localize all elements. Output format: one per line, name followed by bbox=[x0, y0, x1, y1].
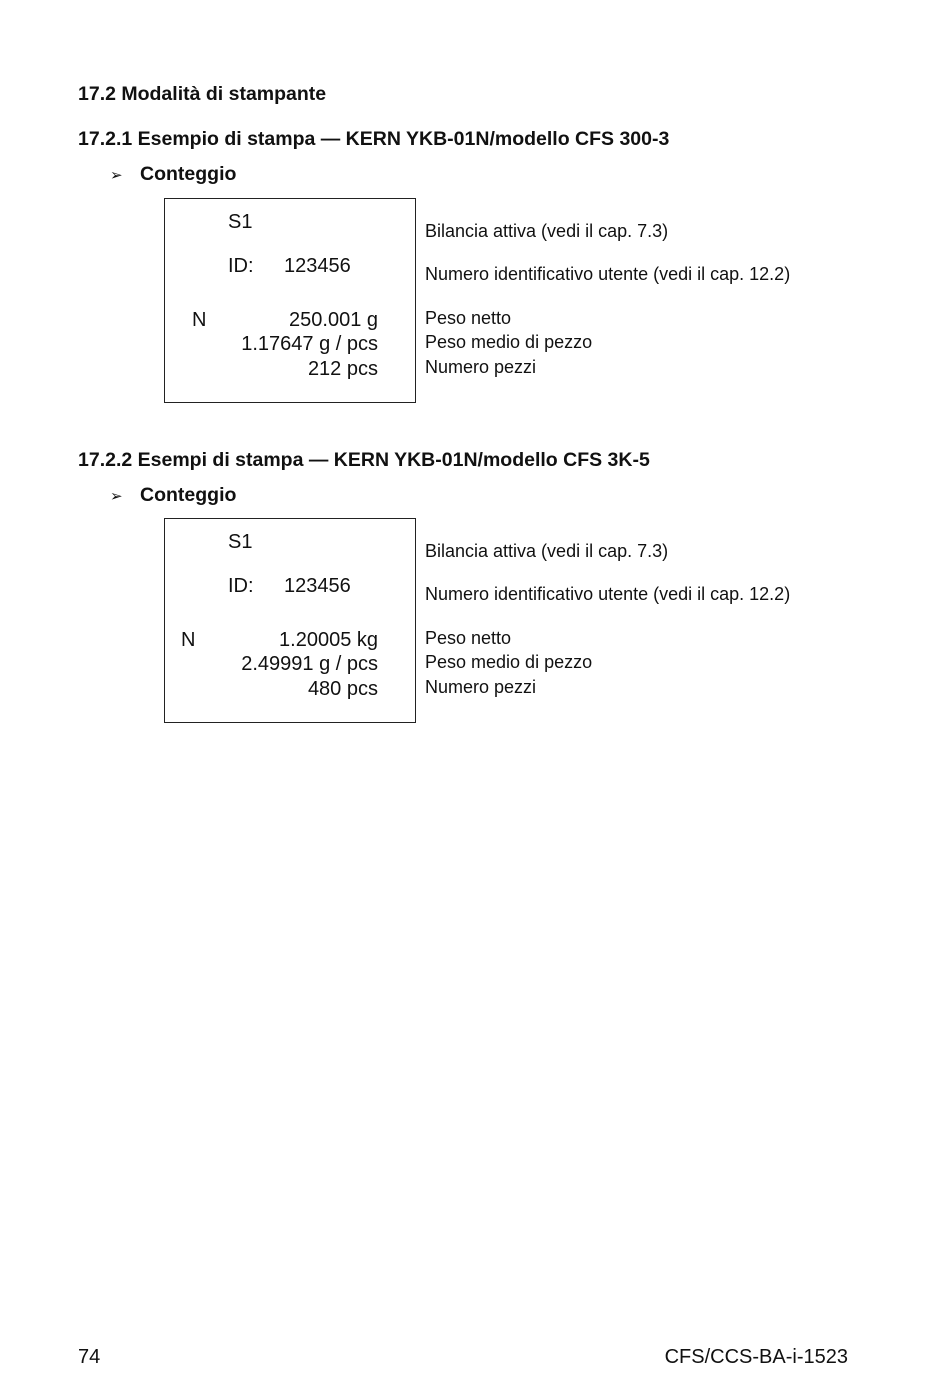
printout-line-s1: S1 bbox=[228, 211, 253, 233]
printout-id-value: 123456 bbox=[284, 255, 351, 277]
example-2-bullet: Conteggio bbox=[140, 484, 237, 506]
example-2-heading: 17.2.2 Esempi di stampa — KERN YKB-01N/m… bbox=[78, 449, 650, 471]
desc-avg-piece-weight: Peso medio di pezzo bbox=[425, 332, 593, 352]
printout-avg-piece-weight: 2.49991 g / pcs bbox=[241, 653, 378, 675]
desc-user-id: Numero identificativo utente (vedi il ca… bbox=[425, 264, 791, 284]
printout-n-label: N bbox=[181, 629, 196, 651]
desc-active-balance: Bilancia attiva (vedi il cap. 7.3) bbox=[425, 221, 669, 241]
bullet-arrow-icon: ➢ bbox=[110, 488, 123, 505]
bullet-arrow-icon: ➢ bbox=[110, 167, 123, 184]
printout-net-weight: 1.20005 kg bbox=[279, 629, 378, 651]
example-1-bullet: Conteggio bbox=[140, 163, 237, 185]
desc-avg-piece-weight: Peso medio di pezzo bbox=[425, 652, 593, 672]
desc-active-balance: Bilancia attiva (vedi il cap. 7.3) bbox=[425, 541, 669, 561]
document-code: CFS/CCS-BA-i-1523 bbox=[664, 1346, 848, 1368]
desc-net-weight: Peso netto bbox=[425, 308, 512, 328]
section-title: 17.2 Modalità di stampante bbox=[78, 83, 327, 105]
printout-avg-piece-weight: 1.17647 g / pcs bbox=[241, 333, 378, 355]
printout-piece-count: 212 pcs bbox=[307, 358, 378, 380]
desc-net-weight: Peso netto bbox=[425, 628, 512, 648]
printout-net-weight: 250.001 g bbox=[289, 309, 378, 331]
printout-box-2: S1 ID: 123456 N 1.20005 kg 2.49991 g / p… bbox=[164, 518, 416, 723]
printout-n-label: N bbox=[192, 309, 207, 331]
example-1-heading: 17.2.1 Esempio di stampa — KERN YKB-01N/… bbox=[78, 128, 670, 150]
printout-id-value: 123456 bbox=[284, 575, 351, 597]
printout-piece-count: 480 pcs bbox=[307, 678, 378, 700]
desc-piece-count: Numero pezzi bbox=[425, 677, 537, 697]
desc-user-id: Numero identificativo utente (vedi il ca… bbox=[425, 584, 791, 604]
page-number: 74 bbox=[78, 1346, 101, 1368]
desc-piece-count: Numero pezzi bbox=[425, 357, 537, 377]
printout-line-s1: S1 bbox=[228, 531, 253, 553]
printout-id-label: ID: bbox=[228, 255, 254, 277]
printout-box-1: S1 ID: 123456 N 250.001 g 1.17647 g / pc… bbox=[164, 198, 416, 403]
printout-id-label: ID: bbox=[228, 575, 254, 597]
